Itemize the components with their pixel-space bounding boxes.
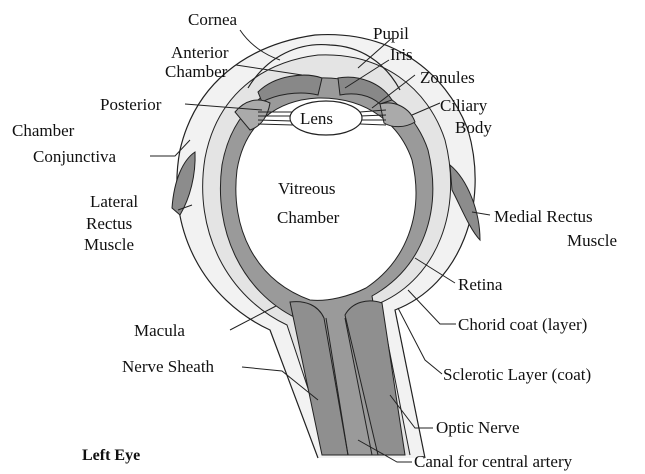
label-iris: Iris <box>390 45 413 64</box>
label-chorid: Chorid coat (layer) <box>458 315 587 334</box>
label-lens: Lens <box>300 109 333 128</box>
label-vitreous: Vitreous <box>278 179 336 198</box>
label-anterior: Anterior <box>171 43 229 62</box>
label-pupil: Pupil <box>373 24 409 43</box>
label-anterior-chamber: Chamber <box>165 62 228 81</box>
label-optic-nerve: Optic Nerve <box>436 418 520 437</box>
label-lateral-rectus: Rectus <box>86 214 132 233</box>
label-sclerotic: Sclerotic Layer (coat) <box>443 365 591 384</box>
label-ciliary-body: Body <box>455 118 492 137</box>
label-cornea: Cornea <box>188 10 238 29</box>
label-medial-muscle: Muscle <box>567 231 617 250</box>
label-lateral: Lateral <box>90 192 138 211</box>
caption-left-eye: Left Eye <box>82 447 140 464</box>
label-zonules: Zonules <box>420 68 475 87</box>
label-vitreous-chamber: Chamber <box>277 208 340 227</box>
label-lateral-muscle: Muscle <box>84 235 134 254</box>
label-nerve-sheath: Nerve Sheath <box>122 357 215 376</box>
label-ciliary: Ciliary <box>440 96 488 115</box>
label-medial-rectus: Medial Rectus <box>494 207 593 226</box>
label-conjunctiva: Conjunctiva <box>33 147 117 166</box>
label-retina: Retina <box>458 275 503 294</box>
label-chamber: Chamber <box>12 121 75 140</box>
label-canal: Canal for central artery <box>414 452 573 471</box>
label-macula: Macula <box>134 321 185 340</box>
label-posterior: Posterior <box>100 95 162 114</box>
